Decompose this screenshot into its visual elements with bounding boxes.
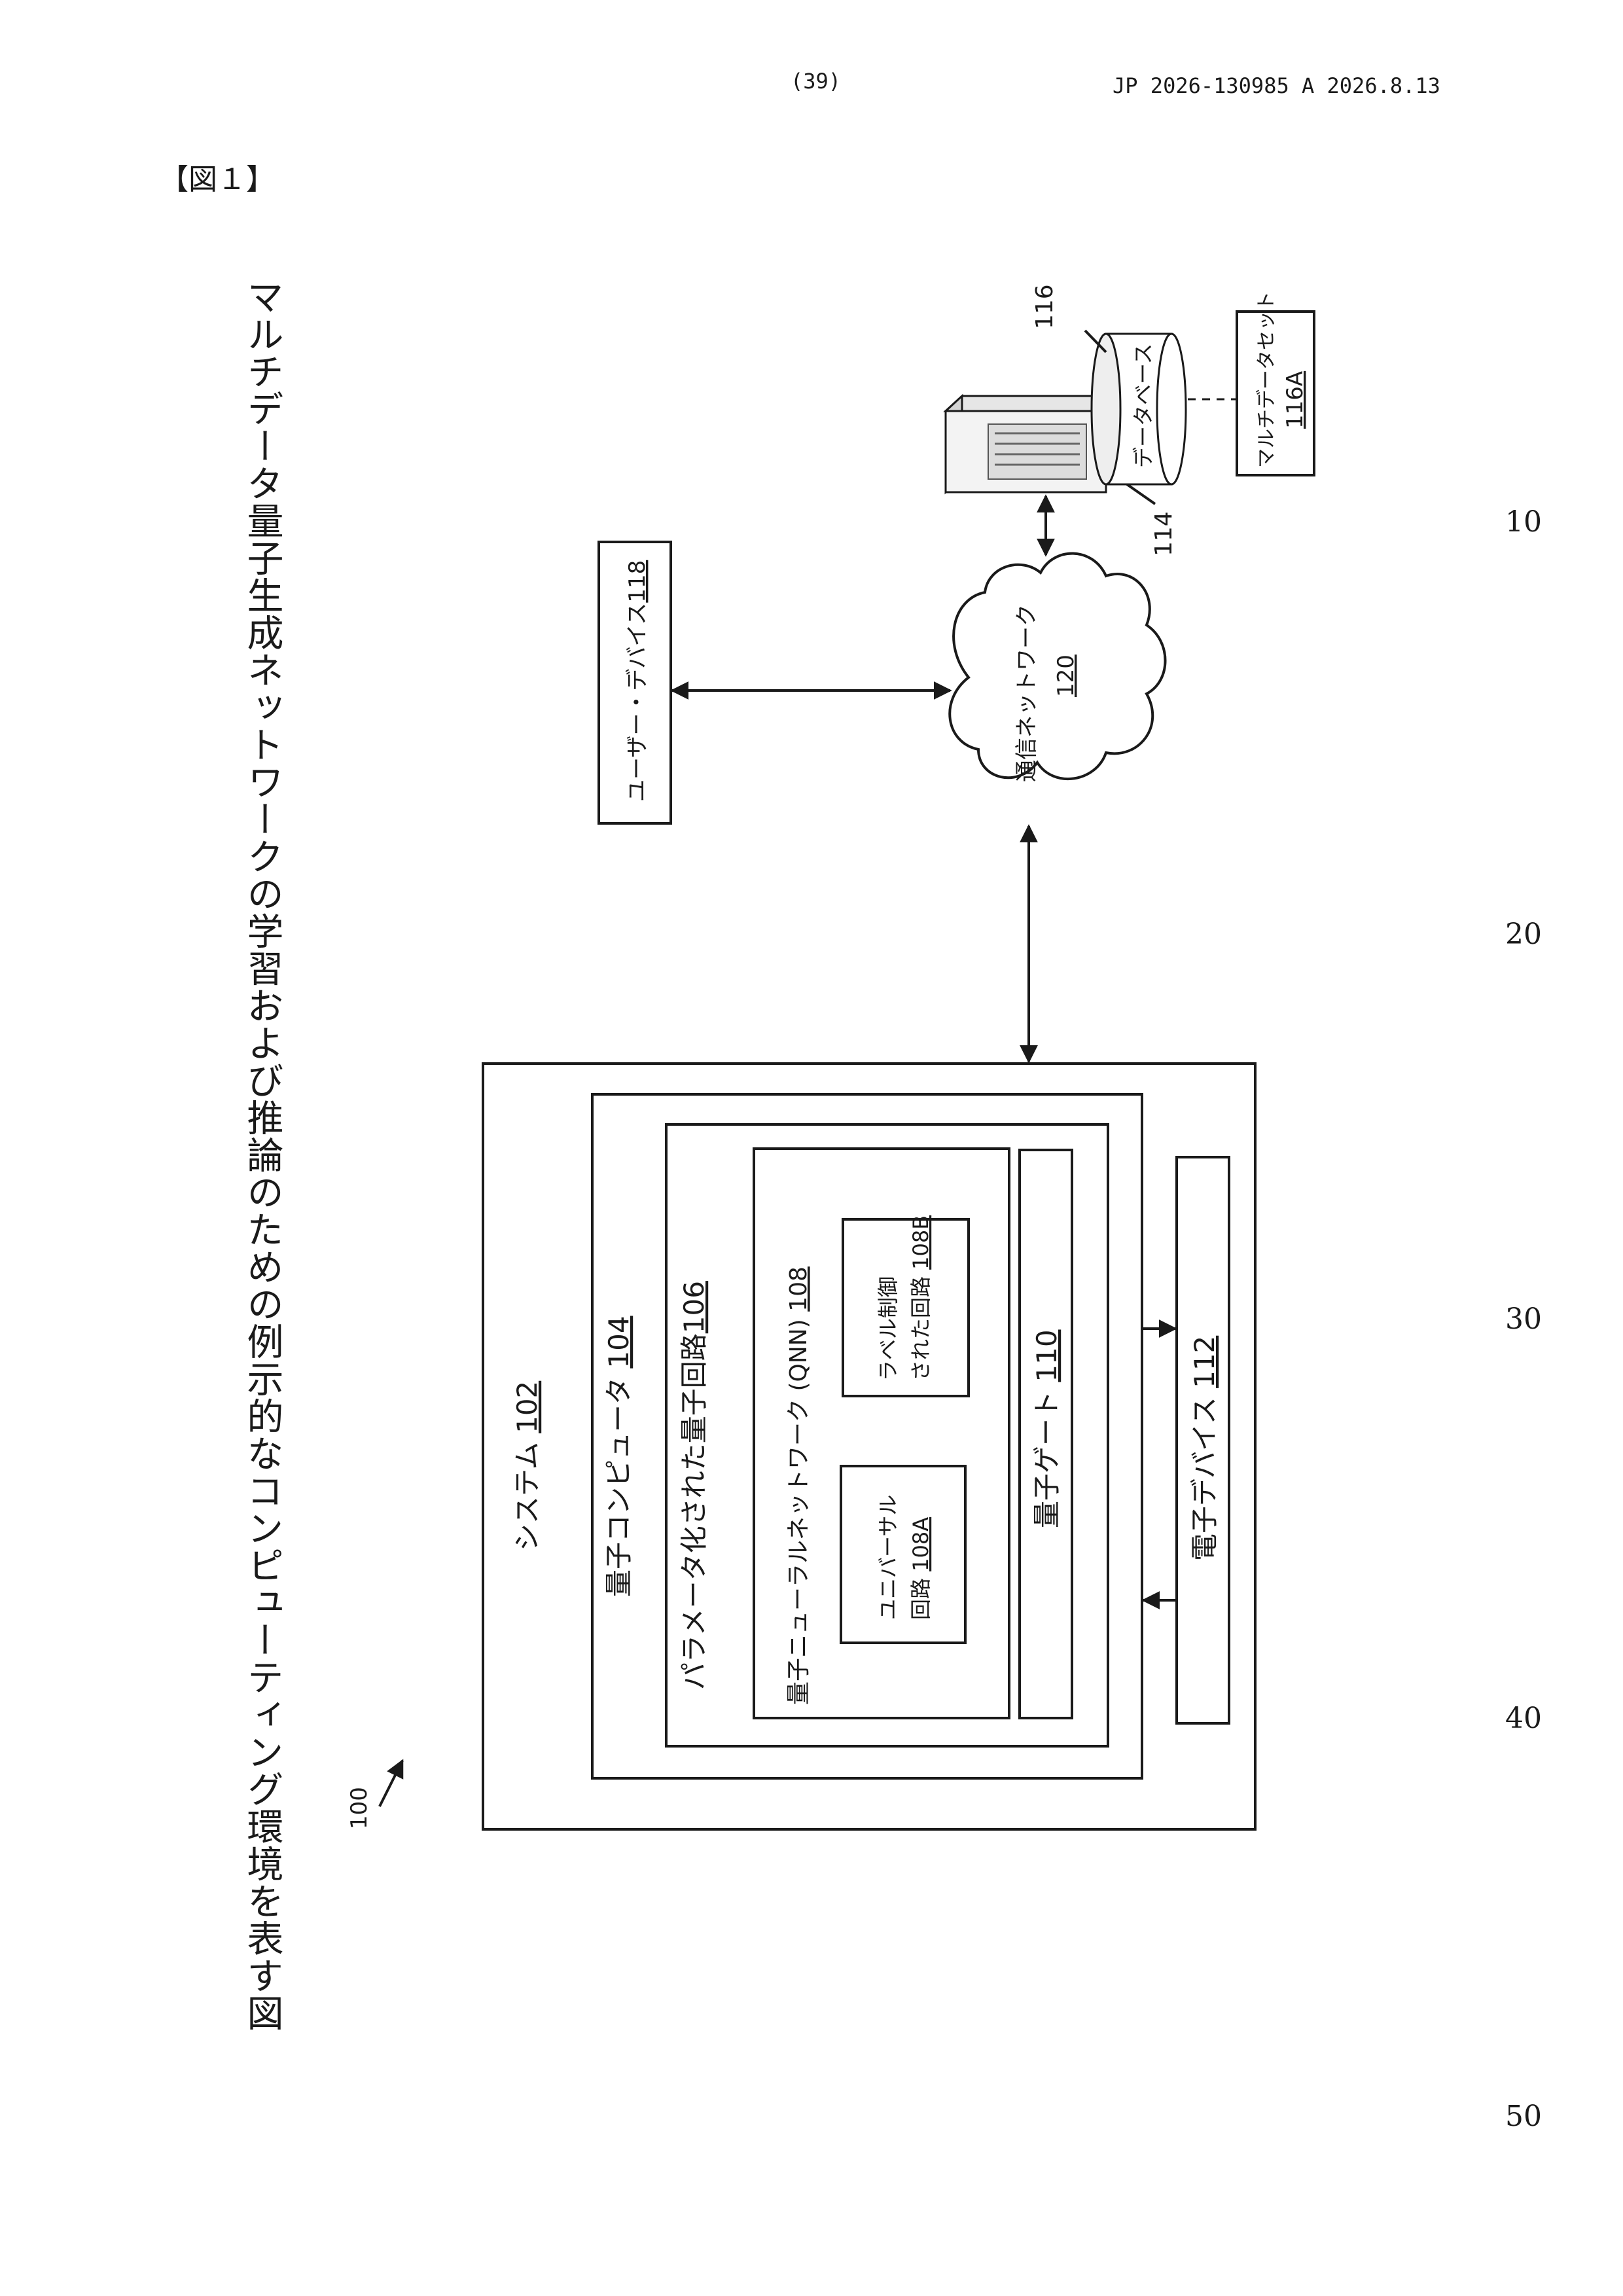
qnn-ref: 108 (785, 1266, 812, 1312)
universal-circuit-ref: 108A (908, 1517, 933, 1571)
qnn-label: 量子ニューラルネットワーク (QNN) 108 (785, 1266, 812, 1705)
electronic-device-label: 電子デバイス 112 (1188, 1336, 1221, 1561)
database-label: データベース (1131, 344, 1156, 468)
param-circuit-ref: 106 (678, 1281, 710, 1333)
param-circuit-label: パラメータ化された量子回路106 (678, 1281, 710, 1690)
quantum-gate-ref: 110 (1031, 1329, 1063, 1382)
quantum-computer-ref: 104 (603, 1316, 635, 1368)
label-controlled-circuit-line1: ラベル制御 (876, 1276, 901, 1381)
server-ref-leader (1127, 484, 1155, 504)
label-controlled-circuit-line2: された回路 108B (908, 1215, 933, 1381)
universal-circuit-line2: 回路 108A (908, 1517, 933, 1620)
ref-100: 100 (346, 1787, 372, 1829)
quantum-computer-label: 量子コンピュータ 104 (603, 1316, 635, 1597)
network-ref: 120 (1053, 655, 1079, 697)
label-controlled-circuit-box (843, 1219, 969, 1396)
universal-circuit-line1: ユニバーサル (876, 1495, 901, 1620)
user-device-label: ユーザー・デバイス118 (624, 560, 651, 802)
database-ref: 116 (1031, 284, 1058, 329)
user-device-ref: 118 (624, 560, 651, 603)
electronic-device-ref: 112 (1188, 1336, 1221, 1388)
ref-100-arrow (380, 1761, 402, 1806)
quantum-gate-label: 量子ゲート 110 (1031, 1329, 1063, 1528)
dataset-ref: 116A (1282, 371, 1308, 429)
universal-circuit-box (841, 1466, 965, 1643)
dataset-label: マルチデータセット (1255, 291, 1278, 468)
server-ref: 114 (1150, 511, 1177, 556)
system-label: システム 102 (511, 1381, 543, 1551)
system-ref: 102 (511, 1381, 543, 1433)
network-label: 通信ネットワーク (1014, 604, 1040, 782)
label-controlled-circuit-ref: 108B (908, 1215, 933, 1270)
